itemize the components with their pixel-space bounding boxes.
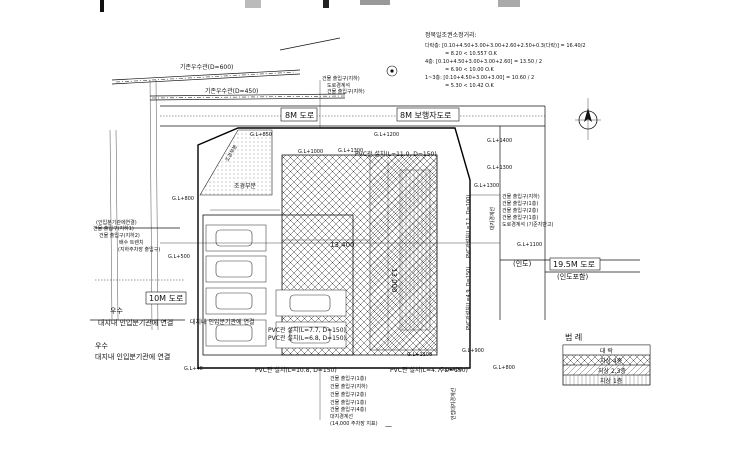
landscape-label: 조경부분 xyxy=(234,183,257,190)
rain-pipe-label-2: 기존우수관(D=450) xyxy=(205,87,258,95)
gl-mark: G.L+500 xyxy=(168,254,190,260)
gl-mark: G.L+40 xyxy=(184,366,203,372)
landscape-area xyxy=(199,129,273,196)
gl-mark: G.L+1200 xyxy=(374,132,399,138)
legend-item: 대 락 xyxy=(600,347,613,355)
site-boundary-label: 대지경계선 xyxy=(489,207,496,230)
sidewalk-label: (인도) xyxy=(513,259,532,268)
callout: 도로경계석 (기준지반고) xyxy=(502,221,554,228)
road-19m-label: 19.5M 도로 xyxy=(553,260,595,269)
calc-line-1: 다락층: [0.10+4.50+3.00+3.00+2.60+2.50+0.3(… xyxy=(425,42,586,49)
legend-item: 지상 2,3층 xyxy=(598,367,626,375)
pvc-label-v1: PVC관설치(L=7.1, D=100) xyxy=(465,195,472,258)
road-8m-box xyxy=(280,107,318,122)
rain-pipe-label-1: 기존우수관(D=600) xyxy=(180,63,233,71)
gl-mark: G.L+800 xyxy=(172,196,194,202)
callout: 건물 출입구(지하) xyxy=(327,88,365,95)
dimension-lines xyxy=(160,160,500,345)
survey-point-icon xyxy=(386,65,398,77)
pvc-label-2: PVC관 설치(L=7.7, D=150) xyxy=(268,326,346,334)
sunlight-calc-block: 정북일조권소정거리: 다락층: [0.10+4.50+3.00+3.00+2.6… xyxy=(425,31,586,89)
road-19m-sub: (인도포함) xyxy=(557,272,588,281)
sewage-note: 대지내 인입분기관에 연결 xyxy=(95,352,170,361)
calc-line-5: 1~3층: [0.10+4.50+3.00+3.00] = 10.60 / 2 xyxy=(425,74,534,81)
site-boundary xyxy=(197,127,471,369)
neighbor-boundary-label: 인접대지경계선 xyxy=(450,387,457,420)
gl-mark: G.L+900 xyxy=(462,348,484,354)
calc-line-2: = 8.20 < 10.557 O.K xyxy=(445,51,498,57)
gl-mark: G.L+1000 xyxy=(298,149,323,155)
callout: 도로경계석 xyxy=(327,82,350,89)
callout: 건물 출입구(지하1) xyxy=(93,225,134,232)
road-8m-label: 8M 도로 xyxy=(285,111,314,120)
callout: 건물 출입구(1층) xyxy=(330,399,366,406)
callout: 건물 출입구(지하) xyxy=(322,75,360,82)
pump-note: 대지내 인입분기관에 연결 xyxy=(190,318,255,326)
callout: 건물 출입구(1층) xyxy=(502,214,538,221)
callout: (지하주차장 출입구) xyxy=(118,246,160,253)
callout: 건물 출입구(지하) xyxy=(502,193,540,200)
dim-13400: 13,400 xyxy=(330,241,355,249)
page-marker: — xyxy=(385,422,392,430)
calc-line-6: = 5.30 < 10.42 O.K xyxy=(445,83,495,89)
gl-mark: G.L+1400 xyxy=(487,138,512,144)
gl-mark: G.L+1300 xyxy=(474,183,499,189)
gl-mark: G.L+1100 xyxy=(517,242,542,248)
pvc-label-v2: PVC관설치(L=4.9, D=150) xyxy=(465,267,472,330)
callout: 배수 트렌치 xyxy=(119,239,144,246)
legend: 범 례 대 락 지상 4층 지상 2,3층 지상 1층 xyxy=(562,332,651,386)
callout: 건물 출입구(지하2) xyxy=(99,232,140,239)
legend-item: 지상 1층 xyxy=(600,377,623,385)
gl-marks: G.L+850 G.L+1200 G.L+1000 G.L+1300 G.L+1… xyxy=(168,132,542,373)
gl-mark: G.L+800 xyxy=(493,365,515,371)
pvc-label-3: PVC관 설치(L=10.8, D=150) xyxy=(255,366,337,374)
sewage-label: 우수 xyxy=(95,342,108,350)
callout: 건물 출입구(1층) xyxy=(502,200,538,207)
callout: 건물 출입구(2층) xyxy=(330,391,366,398)
callouts-left: 건물 출입구(지하1) 건물 출입구(지하2) 배수 트렌치 (지하주차장 출입… xyxy=(93,225,160,253)
gl-mark: G.L+850 xyxy=(250,132,272,138)
calc-title: 정북일조권소정거리: xyxy=(425,31,477,39)
gl-mark: G.L+400 xyxy=(440,367,462,373)
road-10m-label: 10M 도로 xyxy=(149,294,183,303)
callout: 건물 출입구(지하) xyxy=(330,383,368,390)
callouts-bottom: 건물 출입구(1층) 건물 출입구(지하) 건물 출입구(2층) 건물 출입구(… xyxy=(319,368,378,427)
pvc-label-1: PVC관 설치(L=11.0, D=150) xyxy=(355,150,437,158)
existing-rain-pipes xyxy=(109,37,346,331)
road-lines xyxy=(90,105,640,321)
building-attic xyxy=(399,169,431,331)
road-8m-ped-box xyxy=(396,107,460,122)
road-10m-box xyxy=(145,291,187,305)
rain-label: 우수 xyxy=(110,307,123,315)
gl-mark: G.L+1100 xyxy=(407,352,432,358)
calc-line-4: = 6.90 < 10.00 O.K xyxy=(445,67,495,73)
callout: 건물 출입구(4층) xyxy=(330,406,366,413)
pvc-label-6: PVC관 설치(L=6.8, D=150) xyxy=(268,334,346,342)
road-19m-box xyxy=(549,257,601,271)
gl-mark: G.L+1300 xyxy=(338,148,363,154)
callout: 건물 출입구(2층) xyxy=(502,207,538,214)
legend-title: 범 례 xyxy=(565,332,582,342)
gl-mark: G.L+1300 xyxy=(487,165,512,171)
top-crop-marks xyxy=(100,0,520,12)
calc-line-3: 4층: [0.10+4.50+3.00+3.00+2.60] = 13.50 /… xyxy=(425,58,542,65)
trap-note: (인입분기관에연결) xyxy=(96,219,137,226)
road-8m-ped-label: 8M 보행자도로 xyxy=(400,110,451,120)
dim-13000: 13,000 xyxy=(390,268,398,293)
legend-item: 지상 4층 xyxy=(600,357,623,365)
pvc-label-4: PVC관 설치(L=4.7, D=150) xyxy=(390,366,468,374)
rain-note: 대지내 인입분기관에 연결 xyxy=(98,318,173,327)
north-arrow-icon xyxy=(575,98,601,140)
callouts-top: 건물 출입구(지하) 도로경계석 건물 출입구(지하) xyxy=(319,75,365,128)
callout: 대지경계선 xyxy=(330,413,353,420)
callout: 건물 출입구(1층) xyxy=(330,375,366,382)
parking-area xyxy=(202,209,354,356)
callouts-right: 건물 출입구(지하) 건물 출입구(1층) 건물 출입구(2층) 건물 출입구(… xyxy=(470,193,554,228)
callout: (14,000 주차장 지표) xyxy=(330,420,378,427)
